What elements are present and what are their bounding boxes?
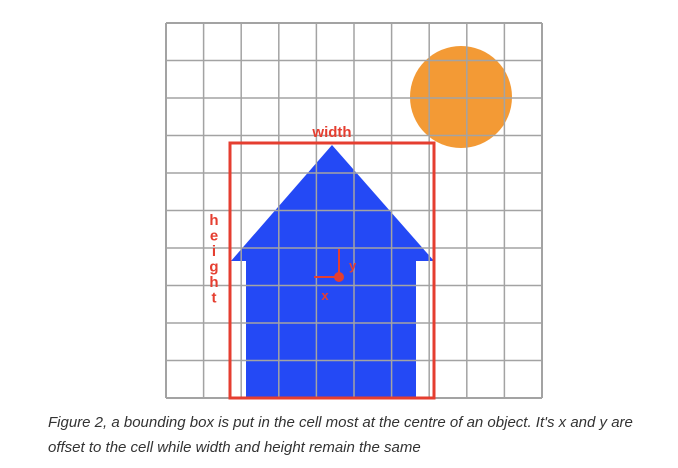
sun-circle — [410, 46, 512, 148]
height-label-letter: h — [209, 212, 218, 229]
height-label-letter: g — [209, 259, 218, 276]
bounding-box — [228, 141, 436, 400]
center-point-marker — [314, 249, 344, 282]
center-point — [334, 272, 344, 282]
height-label-letter: i — [212, 243, 216, 260]
height-label-letter: h — [209, 274, 218, 291]
grid — [165, 22, 543, 399]
height-label-letter: t — [212, 290, 217, 307]
bounding-box-figure: width height y x — [165, 22, 543, 400]
figure-caption: Figure 2, a bounding box is put in the c… — [48, 414, 633, 456]
x-label: x — [321, 288, 329, 303]
house-roof — [231, 145, 434, 261]
width-label: width — [311, 124, 351, 141]
height-label-letter: e — [210, 228, 218, 245]
y-label: y — [349, 258, 357, 273]
height-label: height — [209, 212, 218, 307]
house-body — [246, 258, 416, 398]
